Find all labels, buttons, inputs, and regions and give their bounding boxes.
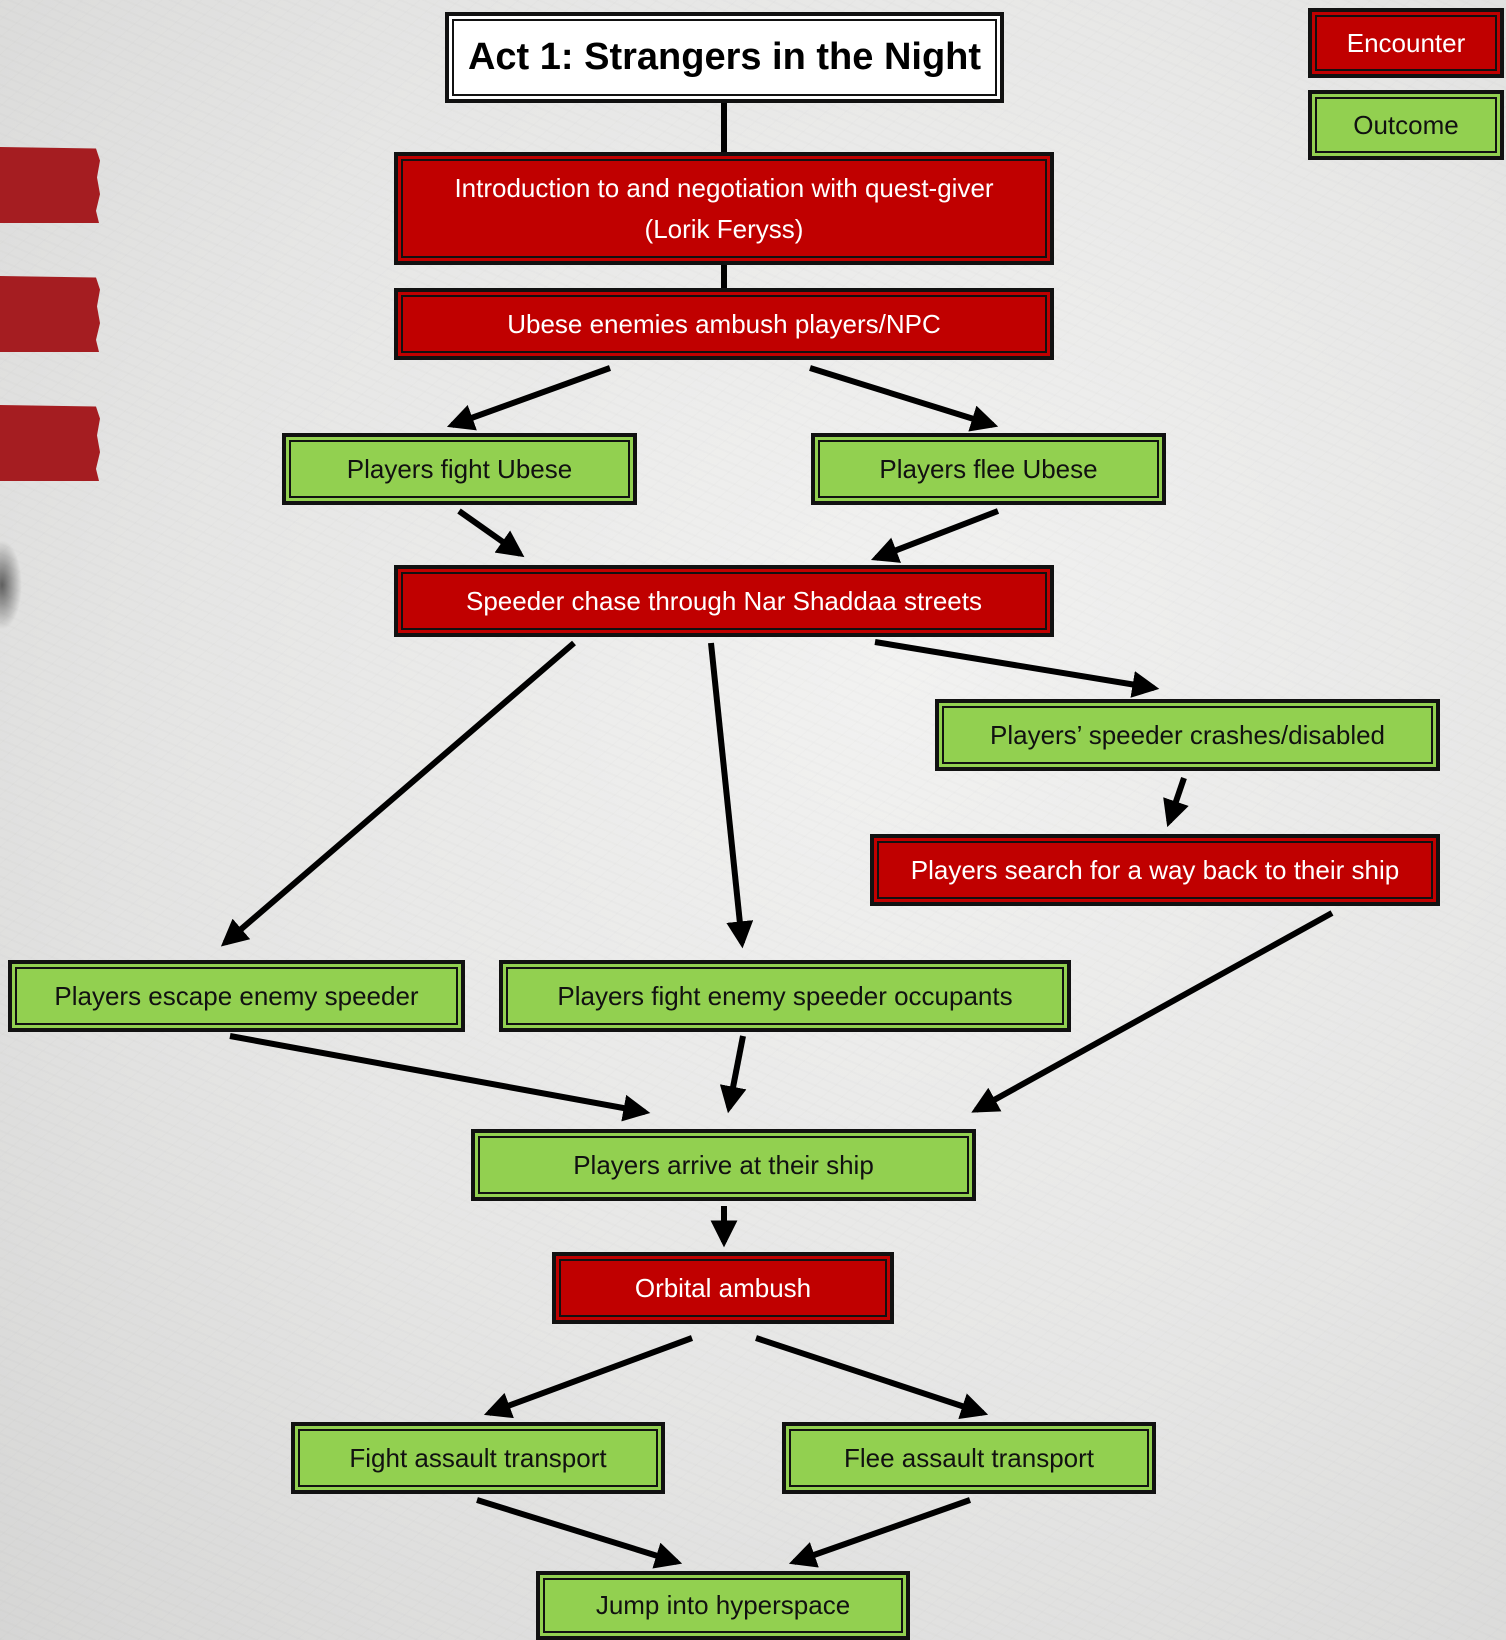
decor-tab-3 bbox=[0, 405, 100, 481]
node-speeder-crash: Players’ speeder crashes/disabled bbox=[935, 699, 1440, 771]
node-ubese-ambush: Ubese enemies ambush players/NPC bbox=[394, 288, 1054, 360]
arrow-occupants-arrive bbox=[719, 1035, 747, 1114]
node-speeder-chase-label: Speeder chase through Nar Shaddaa street… bbox=[465, 585, 982, 616]
arrow-fleetransport-hyper bbox=[788, 1497, 971, 1568]
node-flee-transport: Flee assault transport bbox=[782, 1422, 1156, 1494]
decor-tab-2 bbox=[0, 276, 100, 352]
arrow-orbital-fleetransport bbox=[755, 1335, 989, 1420]
node-hyperspace-label: Jump into hyperspace bbox=[595, 1590, 851, 1621]
legend-encounter: Encounter bbox=[1308, 8, 1504, 78]
arrow-chase-escape bbox=[220, 640, 576, 947]
node-intro-line2: (Lorik Feryss) bbox=[644, 213, 804, 244]
arrow-escape-arrive bbox=[229, 1033, 651, 1122]
page-title: Act 1: Strangers in the Night bbox=[445, 12, 1004, 103]
arrow-fight-chase bbox=[457, 508, 525, 558]
node-arrive-ship-label: Players arrive at their ship bbox=[573, 1149, 874, 1180]
legend-outcome: Outcome bbox=[1308, 90, 1504, 160]
arrow-crash-search bbox=[1163, 777, 1189, 828]
node-escape-speeder-label: Players escape enemy speeder bbox=[54, 980, 419, 1011]
node-search-way-back-label: Players search for a way back to their s… bbox=[910, 854, 1400, 885]
node-orbital-ambush-label: Orbital ambush bbox=[634, 1272, 812, 1303]
node-fight-transport-label: Fight assault transport bbox=[349, 1442, 607, 1473]
node-ubese-ambush-label: Ubese enemies ambush players/NPC bbox=[507, 308, 941, 339]
node-search-way-back: Players search for a way back to their s… bbox=[870, 834, 1440, 906]
node-flee-ubese: Players flee Ubese bbox=[811, 433, 1166, 505]
node-fight-occupants-label: Players fight enemy speeder occupants bbox=[557, 980, 1013, 1011]
node-fight-ubese-label: Players fight Ubese bbox=[346, 453, 573, 484]
node-arrive-ship: Players arrive at their ship bbox=[471, 1129, 976, 1201]
arrow-search-arrive bbox=[971, 910, 1334, 1113]
node-fight-transport: Fight assault transport bbox=[291, 1422, 665, 1494]
page-title-text: Act 1: Strangers in the Night bbox=[467, 36, 982, 79]
decor-tab-1 bbox=[0, 147, 100, 223]
node-flee-transport-label: Flee assault transport bbox=[843, 1442, 1094, 1473]
node-fight-occupants: Players fight enemy speeder occupants bbox=[499, 960, 1071, 1032]
arrow-flee-chase bbox=[870, 508, 1000, 563]
arrow-chase-crash bbox=[874, 639, 1160, 698]
arrow-orbital-fighttransport bbox=[483, 1335, 694, 1419]
node-speeder-chase: Speeder chase through Nar Shaddaa street… bbox=[394, 565, 1054, 637]
node-intro-line1: Introduction to and negotiation with que… bbox=[454, 173, 994, 204]
node-hyperspace: Jump into hyperspace bbox=[536, 1571, 910, 1640]
legend-encounter-label: Encounter bbox=[1346, 27, 1466, 58]
node-orbital-ambush: Orbital ambush bbox=[552, 1252, 894, 1324]
node-escape-speeder: Players escape enemy speeder bbox=[8, 960, 465, 1032]
legend-outcome-label: Outcome bbox=[1353, 109, 1459, 140]
node-flee-ubese-label: Players flee Ubese bbox=[879, 453, 1098, 484]
node-speeder-crash-label: Players’ speeder crashes/disabled bbox=[989, 719, 1386, 750]
arrow-fighttransport-hyper bbox=[476, 1497, 683, 1569]
arrow-chase-occupants bbox=[708, 642, 754, 949]
arrow-ambush-fight bbox=[446, 365, 612, 431]
ink-smudge bbox=[0, 540, 22, 630]
node-fight-ubese: Players fight Ubese bbox=[282, 433, 637, 505]
node-intro-questgiver: Introduction to and negotiation with que… bbox=[394, 152, 1054, 265]
arrow-ambush-flee bbox=[809, 365, 999, 432]
node-intro-text: Introduction to and negotiation with que… bbox=[444, 168, 1003, 249]
